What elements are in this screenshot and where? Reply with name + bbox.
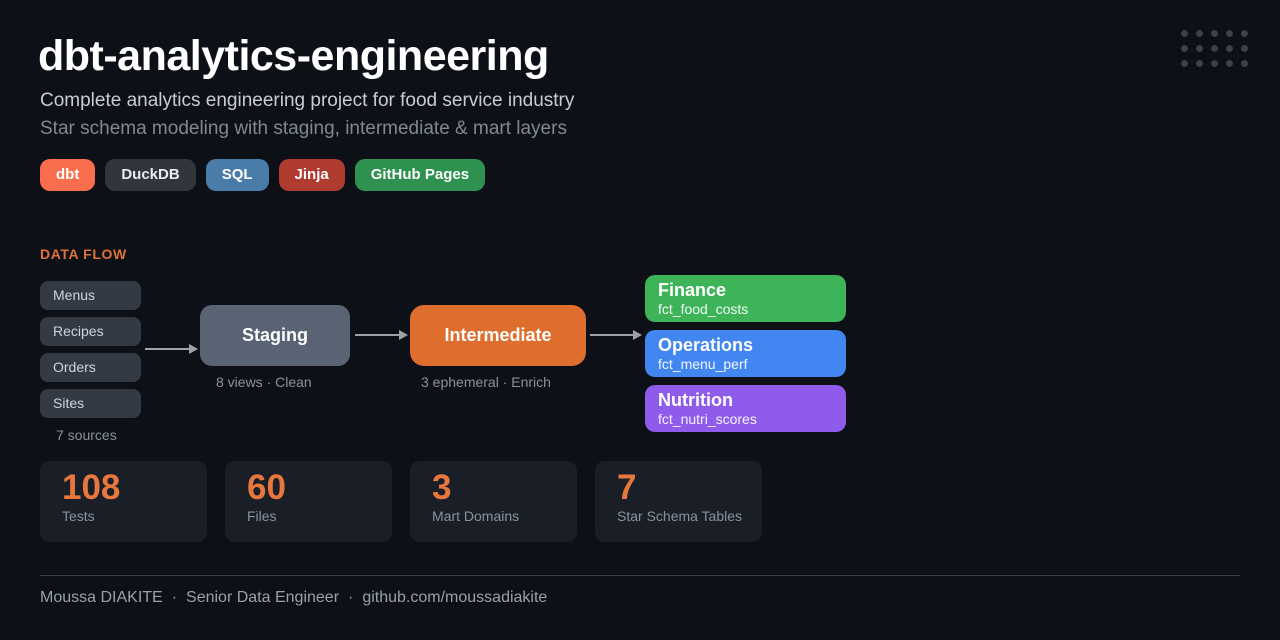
github-link[interactable]: github.com/moussadiakite xyxy=(362,589,548,606)
stat-label: Star Schema Tables xyxy=(617,508,743,524)
staging-label: Staging xyxy=(242,325,308,345)
stat-label: Files xyxy=(247,508,277,524)
mart-title: Nutrition xyxy=(658,390,733,410)
subtitle-primary: Complete analytics engineering project f… xyxy=(40,90,575,111)
page-title: dbt-analytics-engineering xyxy=(38,32,549,80)
badge-dbt: dbt xyxy=(40,159,96,191)
badge-github-pages: GitHub Pages xyxy=(354,159,486,191)
footer-separator: · xyxy=(171,589,178,606)
mart-title: Operations xyxy=(658,335,754,355)
badge-row: dbt DuckDB SQL Jinja GitHub Pages xyxy=(40,159,486,191)
footer-divider xyxy=(40,575,1240,576)
staging-caption: 8 views · Clean xyxy=(216,374,312,390)
badge-duckdb: DuckDB xyxy=(105,159,196,191)
mart-table-name: fct_food_costs xyxy=(658,301,749,317)
mart-node-nutrition: Nutrition fct_nutri_scores xyxy=(645,385,846,432)
intermediate-caption: 3 ephemeral · Enrich xyxy=(421,374,551,390)
intermediate-label: Intermediate xyxy=(444,325,552,345)
arrow-intermediate-to-marts-icon xyxy=(590,330,642,340)
source-node-recipes: Recipes xyxy=(40,317,141,346)
badge-jinja: Jinja xyxy=(278,159,345,191)
stat-value: 108 xyxy=(62,468,121,507)
footer: Moussa DIAKITE · Senior Data Engineer · gith… xyxy=(40,589,547,607)
data-flow-section-label: DATA FLOW xyxy=(40,246,127,262)
arrow-staging-to-intermediate-icon xyxy=(355,330,408,340)
stat-label: Tests xyxy=(62,508,95,524)
dot-grid-decoration-icon xyxy=(1177,26,1252,71)
sources-caption: 7 sources xyxy=(56,427,117,443)
mart-node-operations: Operations fct_menu_perf xyxy=(645,330,846,377)
mart-title: Finance xyxy=(658,280,727,300)
mart-table-name: fct_nutri_scores xyxy=(658,411,757,427)
stat-value: 3 xyxy=(432,468,452,507)
staging-node: Staging xyxy=(200,305,350,366)
stat-card-tests: 108 Tests xyxy=(40,461,207,542)
stat-card-files: 60 Files xyxy=(225,461,392,542)
stat-card-mart-domains: 3 Mart Domains xyxy=(410,461,577,542)
stat-label: Mart Domains xyxy=(432,508,520,524)
source-node-menus: Menus xyxy=(40,281,141,310)
source-node-sites: Sites xyxy=(40,389,141,418)
source-node-orders: Orders xyxy=(40,353,141,382)
subtitle-secondary: Star schema modeling with staging, inter… xyxy=(40,118,567,139)
mart-table-name: fct_menu_perf xyxy=(658,356,748,372)
stat-value: 7 xyxy=(617,468,637,507)
mart-node-finance: Finance fct_food_costs xyxy=(645,275,846,322)
intermediate-node: Intermediate xyxy=(410,305,586,366)
author-role: Senior Data Engineer xyxy=(186,589,340,606)
stat-card-star-schema-tables: 7 Star Schema Tables xyxy=(595,461,762,542)
arrow-sources-to-staging-icon xyxy=(145,344,198,354)
badge-sql: SQL xyxy=(205,159,269,191)
footer-separator: · xyxy=(348,589,354,606)
author-name: Moussa DIAKITE xyxy=(40,589,163,606)
stat-value: 60 xyxy=(247,468,286,507)
